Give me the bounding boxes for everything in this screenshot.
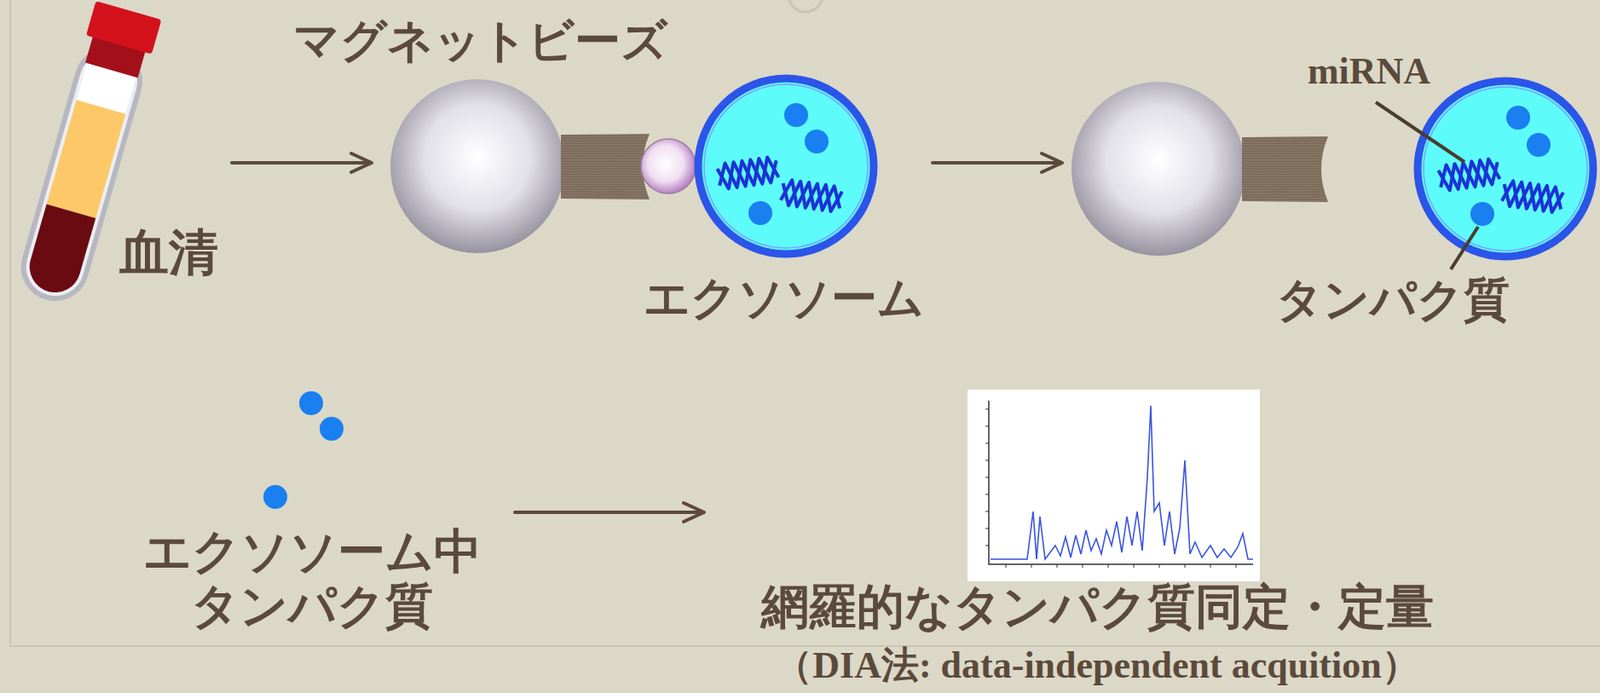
exosome bbox=[1417, 80, 1594, 257]
flow-arrow bbox=[514, 502, 705, 522]
leader-line bbox=[1375, 102, 1465, 162]
flow-arrow bbox=[932, 153, 1063, 173]
node-label: miRNA bbox=[1307, 50, 1431, 94]
arrow-line bbox=[514, 502, 705, 522]
flow-arrow bbox=[231, 153, 372, 173]
part-label: マグネットビーズ bbox=[293, 14, 668, 68]
leader-line bbox=[1450, 226, 1479, 270]
frame-ornament bbox=[788, 0, 823, 12]
protein-dot bbox=[299, 391, 324, 416]
figure-group: エクソソーム中 タンパク質 bbox=[127, 375, 512, 640]
magnet-bead bbox=[1071, 81, 1246, 256]
arrow-line bbox=[932, 153, 1063, 173]
mirna-strand bbox=[1438, 157, 1501, 191]
node-label: エクソソーム bbox=[643, 271, 925, 325]
node-label: （DIA法: data-independent acquition） bbox=[774, 644, 1419, 688]
mirna-strand bbox=[779, 179, 843, 213]
node-label: 網羅的なタンパク質同定・定量 bbox=[761, 579, 1434, 635]
protein-dot bbox=[263, 485, 288, 509]
node-label: タンパク質 bbox=[1276, 273, 1510, 327]
chromatogram bbox=[967, 389, 1260, 582]
protein-dot bbox=[319, 416, 344, 441]
figure-group: 血清 bbox=[8, 4, 229, 333]
mirna-strand bbox=[716, 155, 780, 190]
protein-dot bbox=[784, 103, 809, 128]
protein-dot bbox=[1470, 202, 1495, 226]
antibody bbox=[560, 133, 650, 200]
protein-dot bbox=[1526, 132, 1551, 157]
figure-group: エクソソーム bbox=[375, 68, 930, 329]
figure-group: miRNA タンパク質 bbox=[1065, 34, 1599, 329]
figure-group: 網羅的なタンパク質同定・定量 （DIA法: data-independent ac… bbox=[707, 383, 1488, 693]
exosome bbox=[698, 78, 874, 255]
arrow-line bbox=[231, 153, 372, 173]
antibody bbox=[1241, 136, 1329, 203]
protein-dot bbox=[804, 129, 829, 154]
node-label: エクソソーム中 タンパク質 bbox=[132, 524, 491, 635]
protein-dot bbox=[748, 201, 773, 226]
surface-marker bbox=[641, 138, 696, 194]
magnet-bead bbox=[390, 79, 565, 254]
node-label: 血清 bbox=[119, 225, 219, 283]
frame-line bbox=[10, 0, 1600, 647]
mirna-strand bbox=[1501, 179, 1564, 214]
protein-dot bbox=[1506, 105, 1531, 130]
